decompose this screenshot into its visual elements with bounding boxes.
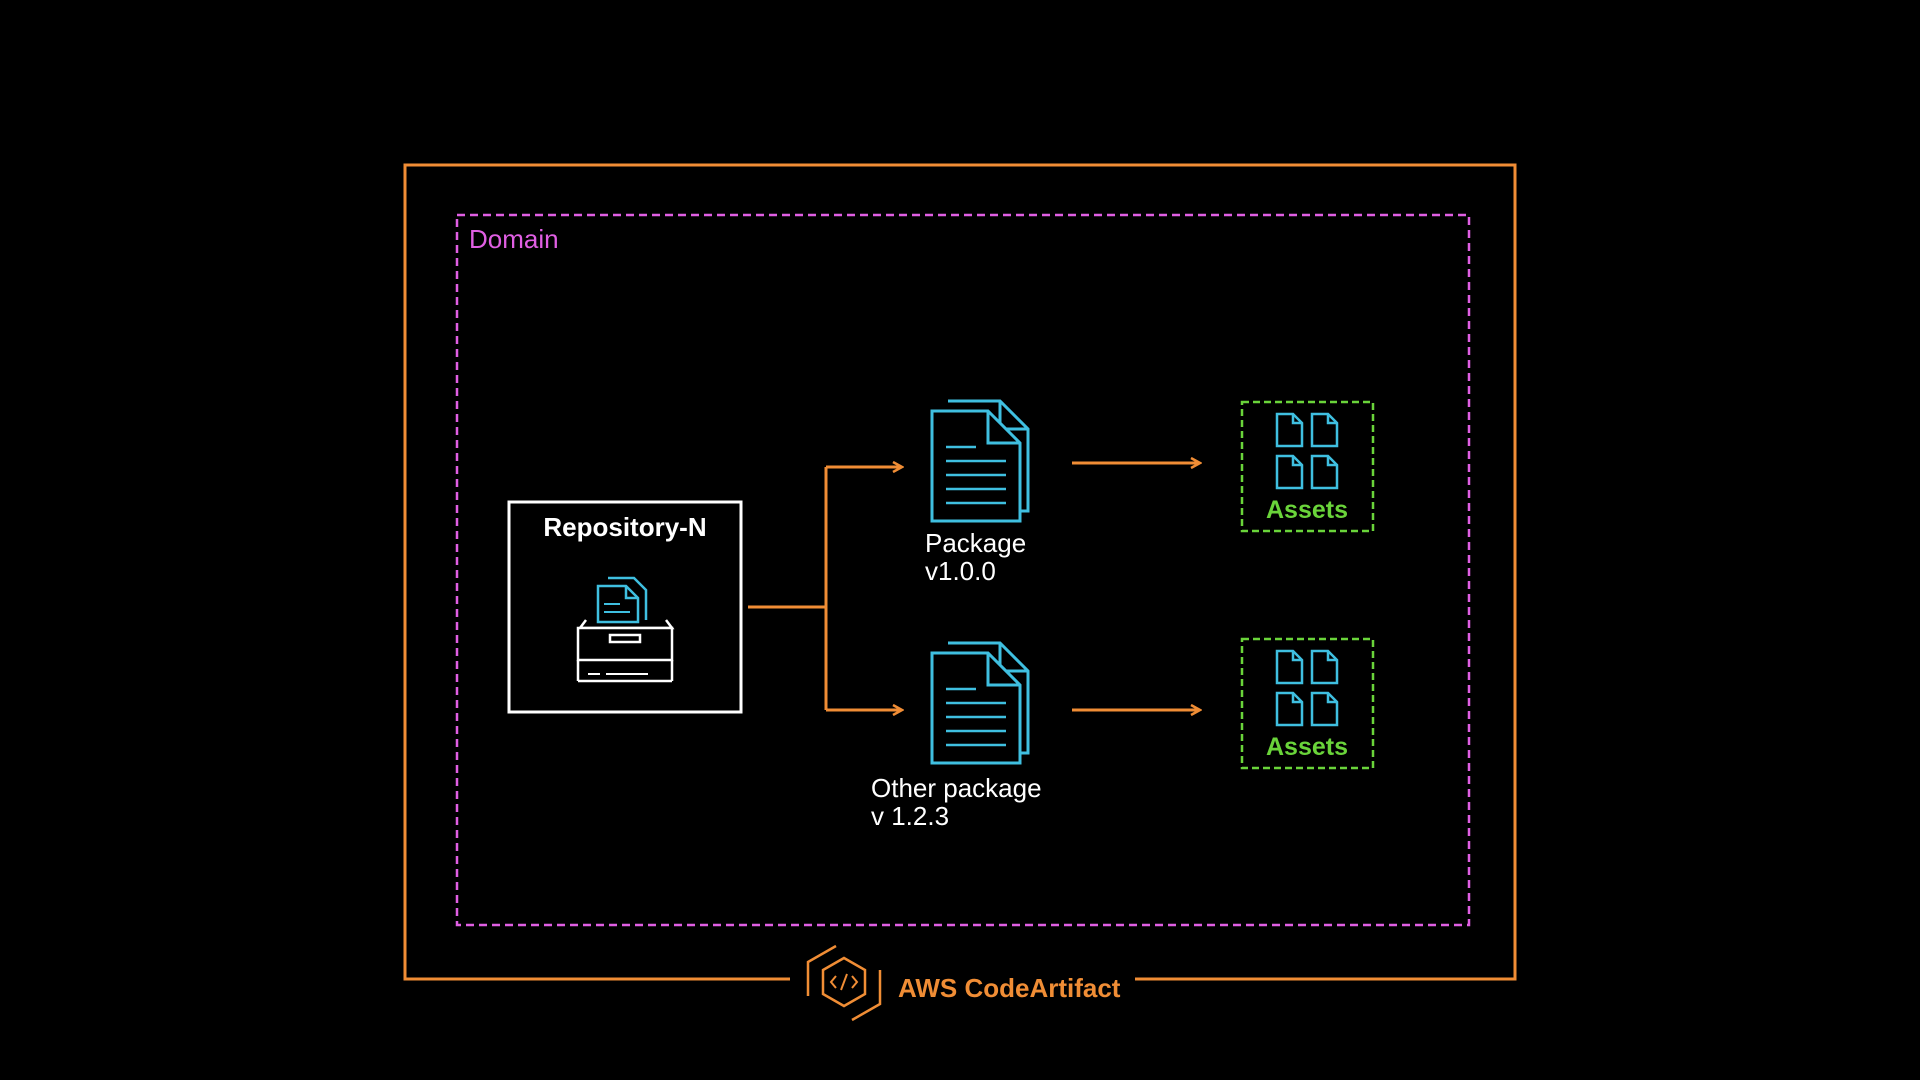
service-label-group: AWS CodeArtifact bbox=[806, 944, 1121, 1022]
domain-border bbox=[455, 213, 1471, 927]
package-version-2: v 1.2.3 bbox=[871, 801, 949, 831]
repository-to-packages-connector bbox=[748, 467, 902, 710]
package-document-icon bbox=[930, 399, 1030, 523]
assets-box-1 bbox=[1240, 400, 1375, 533]
service-border bbox=[403, 163, 1517, 981]
repository-label: Repository-N bbox=[543, 512, 706, 542]
repository-icon bbox=[576, 576, 675, 683]
service-name: AWS CodeArtifact bbox=[898, 973, 1121, 1003]
assets-label-2: Assets bbox=[1266, 733, 1348, 761]
asset-files-icon bbox=[1277, 651, 1337, 725]
package-node-2: Other package v 1.2.3 bbox=[871, 641, 1042, 831]
assets-node-2: Assets bbox=[1240, 637, 1375, 770]
repository-box bbox=[507, 500, 743, 714]
assets-label-1: Assets bbox=[1266, 496, 1348, 524]
assets-node-1: Assets bbox=[1240, 400, 1375, 533]
package-document-icon bbox=[930, 641, 1030, 765]
assets-box-2 bbox=[1240, 637, 1375, 770]
asset-files-icon bbox=[1277, 414, 1337, 488]
package-name-1: Package bbox=[925, 528, 1026, 558]
package-version-1: v1.0.0 bbox=[925, 556, 996, 586]
repository-node: Repository-N bbox=[507, 500, 743, 714]
codeartifact-logo-icon bbox=[806, 944, 882, 1022]
domain-label: Domain bbox=[469, 224, 559, 254]
package-name-2: Other package bbox=[871, 773, 1042, 803]
package-node-1: Package v1.0.0 bbox=[925, 399, 1030, 586]
